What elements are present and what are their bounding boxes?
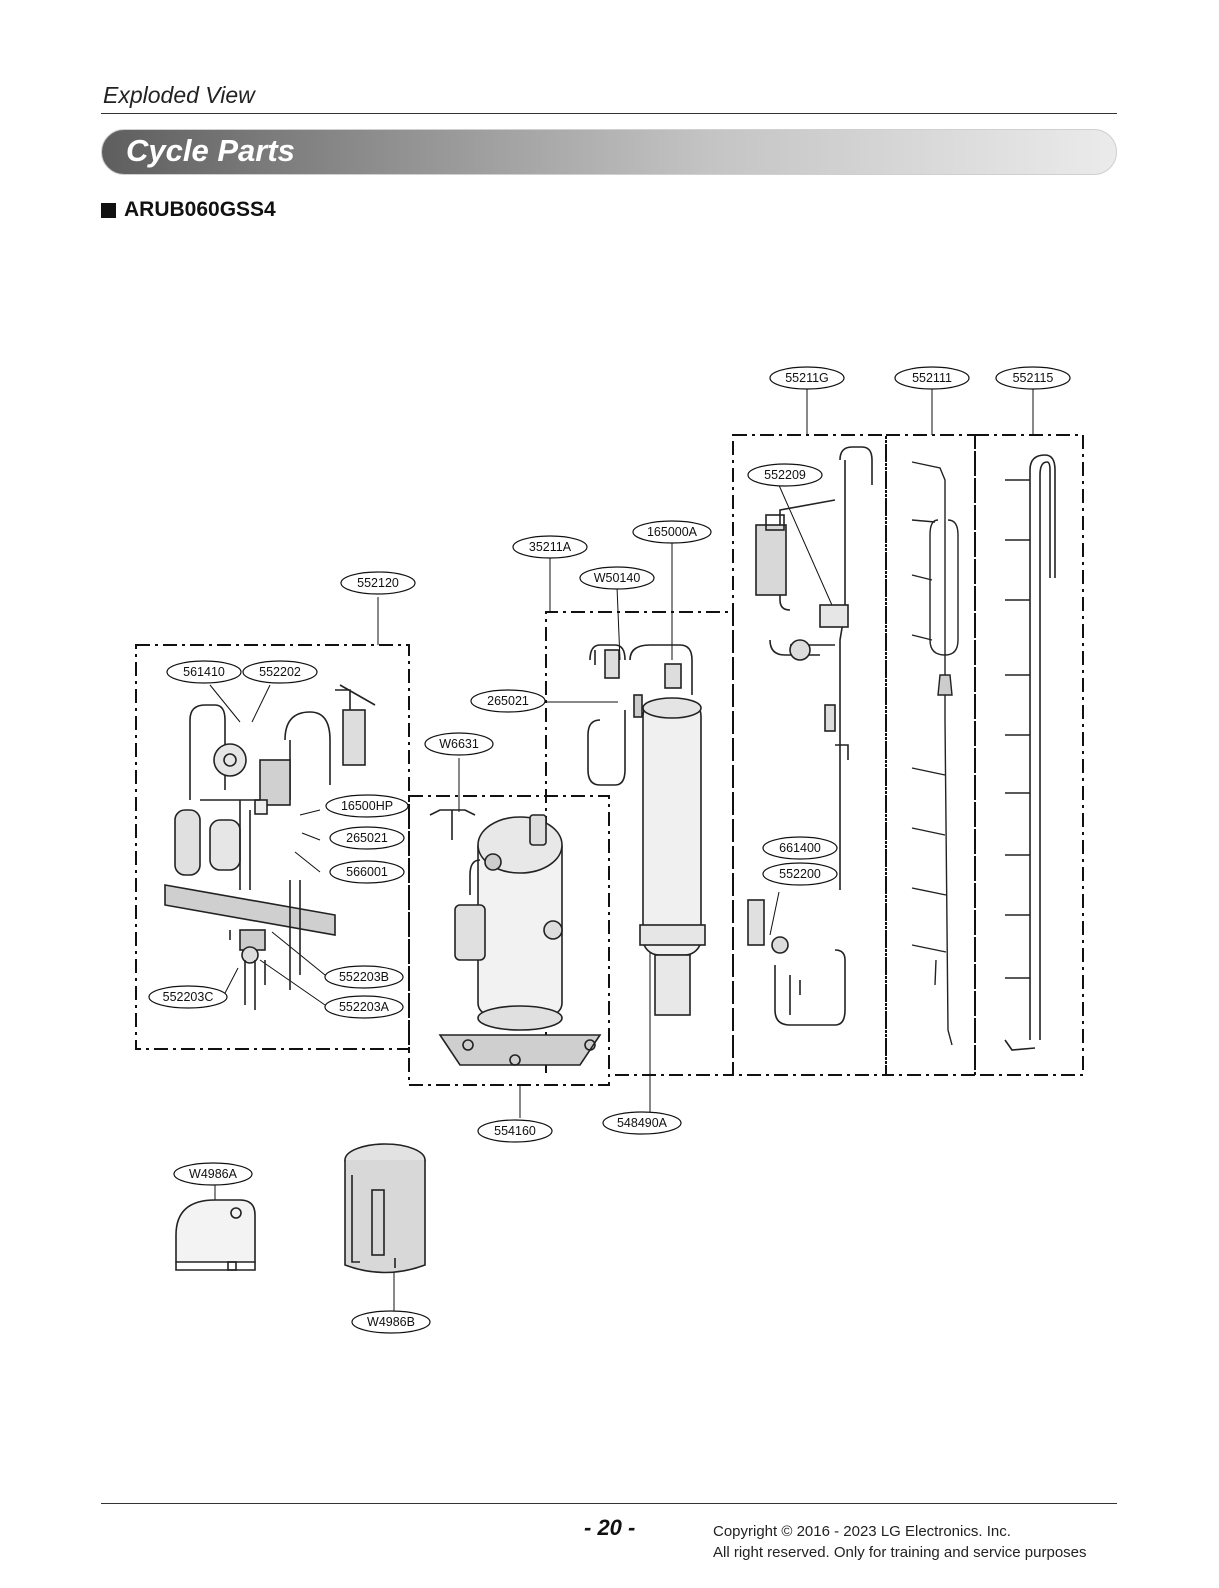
part-label-552203B: 552203B [324,965,404,989]
cover-W4986A-drawing [175,1199,256,1271]
group-frames [135,434,1084,1086]
square-bullet-icon [101,202,116,218]
svg-text:552200: 552200 [779,867,821,881]
svg-text:552203A: 552203A [339,1000,390,1014]
part-label-552209: 552209 [747,463,823,487]
page-number: - 20 - [584,1515,636,1540]
part-label-566001: 566001 [329,860,405,884]
part-label-552115: 552115 [995,366,1071,390]
model-heading: ARUB060GSS4 [101,198,276,222]
svg-text:W6631: W6631 [439,737,479,751]
part-label-552202: 552202 [242,660,318,684]
model-name: ARUB060GSS4 [124,198,276,221]
part-label-265021-top: 265021 [470,689,546,713]
svg-text:661400: 661400 [779,841,821,855]
copyright-line-1: Copyright © 2016 - 2023 LG Electronics. … [713,1523,1011,1540]
svg-text:566001: 566001 [346,865,388,879]
title-banner [101,129,1117,175]
compressor-drawing [429,809,602,1066]
part-label-165000A: 165000A [632,520,712,544]
svg-text:55211G: 55211G [785,371,829,385]
part-label-35211A: 35211A [512,535,588,559]
svg-text:35211A: 35211A [529,540,572,554]
leader-lines [209,386,1034,1315]
frame-valve-assembly [135,644,410,1050]
svg-text:16500HP: 16500HP [341,799,393,813]
part-label-548490A: 548490A [602,1111,682,1135]
part-labels: 55211G 552111 552115 552209 165000A 3521… [148,366,1071,1334]
svg-text:W4986B: W4986B [367,1315,415,1329]
part-label-554160: 554160 [477,1119,553,1143]
svg-text:552115: 552115 [1013,371,1054,385]
part-label-552200: 552200 [762,862,838,886]
part-label-W4986A: W4986A [173,1162,253,1186]
part-label-265021-left: 265021 [329,826,405,850]
frame-compressor [408,795,610,1086]
valve-assembly-drawing [164,684,376,1010]
part-label-552203C: 552203C [148,985,228,1009]
part-label-16500HP: 16500HP [325,794,409,818]
svg-text:265021: 265021 [487,694,529,708]
cover-W4986B-drawing [344,1143,426,1274]
svg-text:552203B: 552203B [339,970,389,984]
svg-text:552203C: 552203C [163,990,214,1004]
section-label: Exploded View [103,82,255,108]
svg-text:W4986A: W4986A [189,1167,238,1181]
part-label-552111: 552111 [894,366,970,390]
svg-text:552120: 552120 [357,576,399,590]
svg-text:561410: 561410 [183,665,225,679]
frame-pipe-552111 [885,434,976,1076]
part-label-55211G: 55211G [769,366,845,390]
copyright-notice: Copyright © 2016 - 2023 LG Electronics. … [713,1521,1087,1563]
part-label-W6631: W6631 [424,732,494,756]
pipe-55211G-drawing [747,446,873,1026]
svg-text:165000A: 165000A [647,525,698,539]
part-label-552203A: 552203A [324,995,404,1019]
svg-text:552111: 552111 [912,371,952,385]
svg-text:554160: 554160 [494,1124,536,1138]
svg-text:552202: 552202 [259,665,301,679]
part-label-W4986B: W4986B [351,1310,431,1334]
accumulator-drawing [587,644,706,1016]
svg-text:265021: 265021 [346,831,388,845]
pipe-552115-drawing [1004,454,1056,1051]
part-label-561410: 561410 [166,660,242,684]
copyright-line-2: All right reserved. Only for training an… [713,1544,1087,1561]
svg-text:552209: 552209 [764,468,806,482]
top-divider [101,113,1117,114]
banner-title: Cycle Parts [126,133,295,168]
part-label-661400: 661400 [762,836,838,860]
frame-pipe-552115 [974,434,1084,1076]
bottom-divider [101,1503,1117,1504]
svg-text:548490A: 548490A [617,1116,668,1130]
part-label-552120: 552120 [340,571,416,595]
frame-accumulator [545,611,734,1076]
part-label-W50140: W50140 [579,566,655,590]
svg-text:W50140: W50140 [594,571,641,585]
pipe-552111-drawing [911,461,959,1046]
